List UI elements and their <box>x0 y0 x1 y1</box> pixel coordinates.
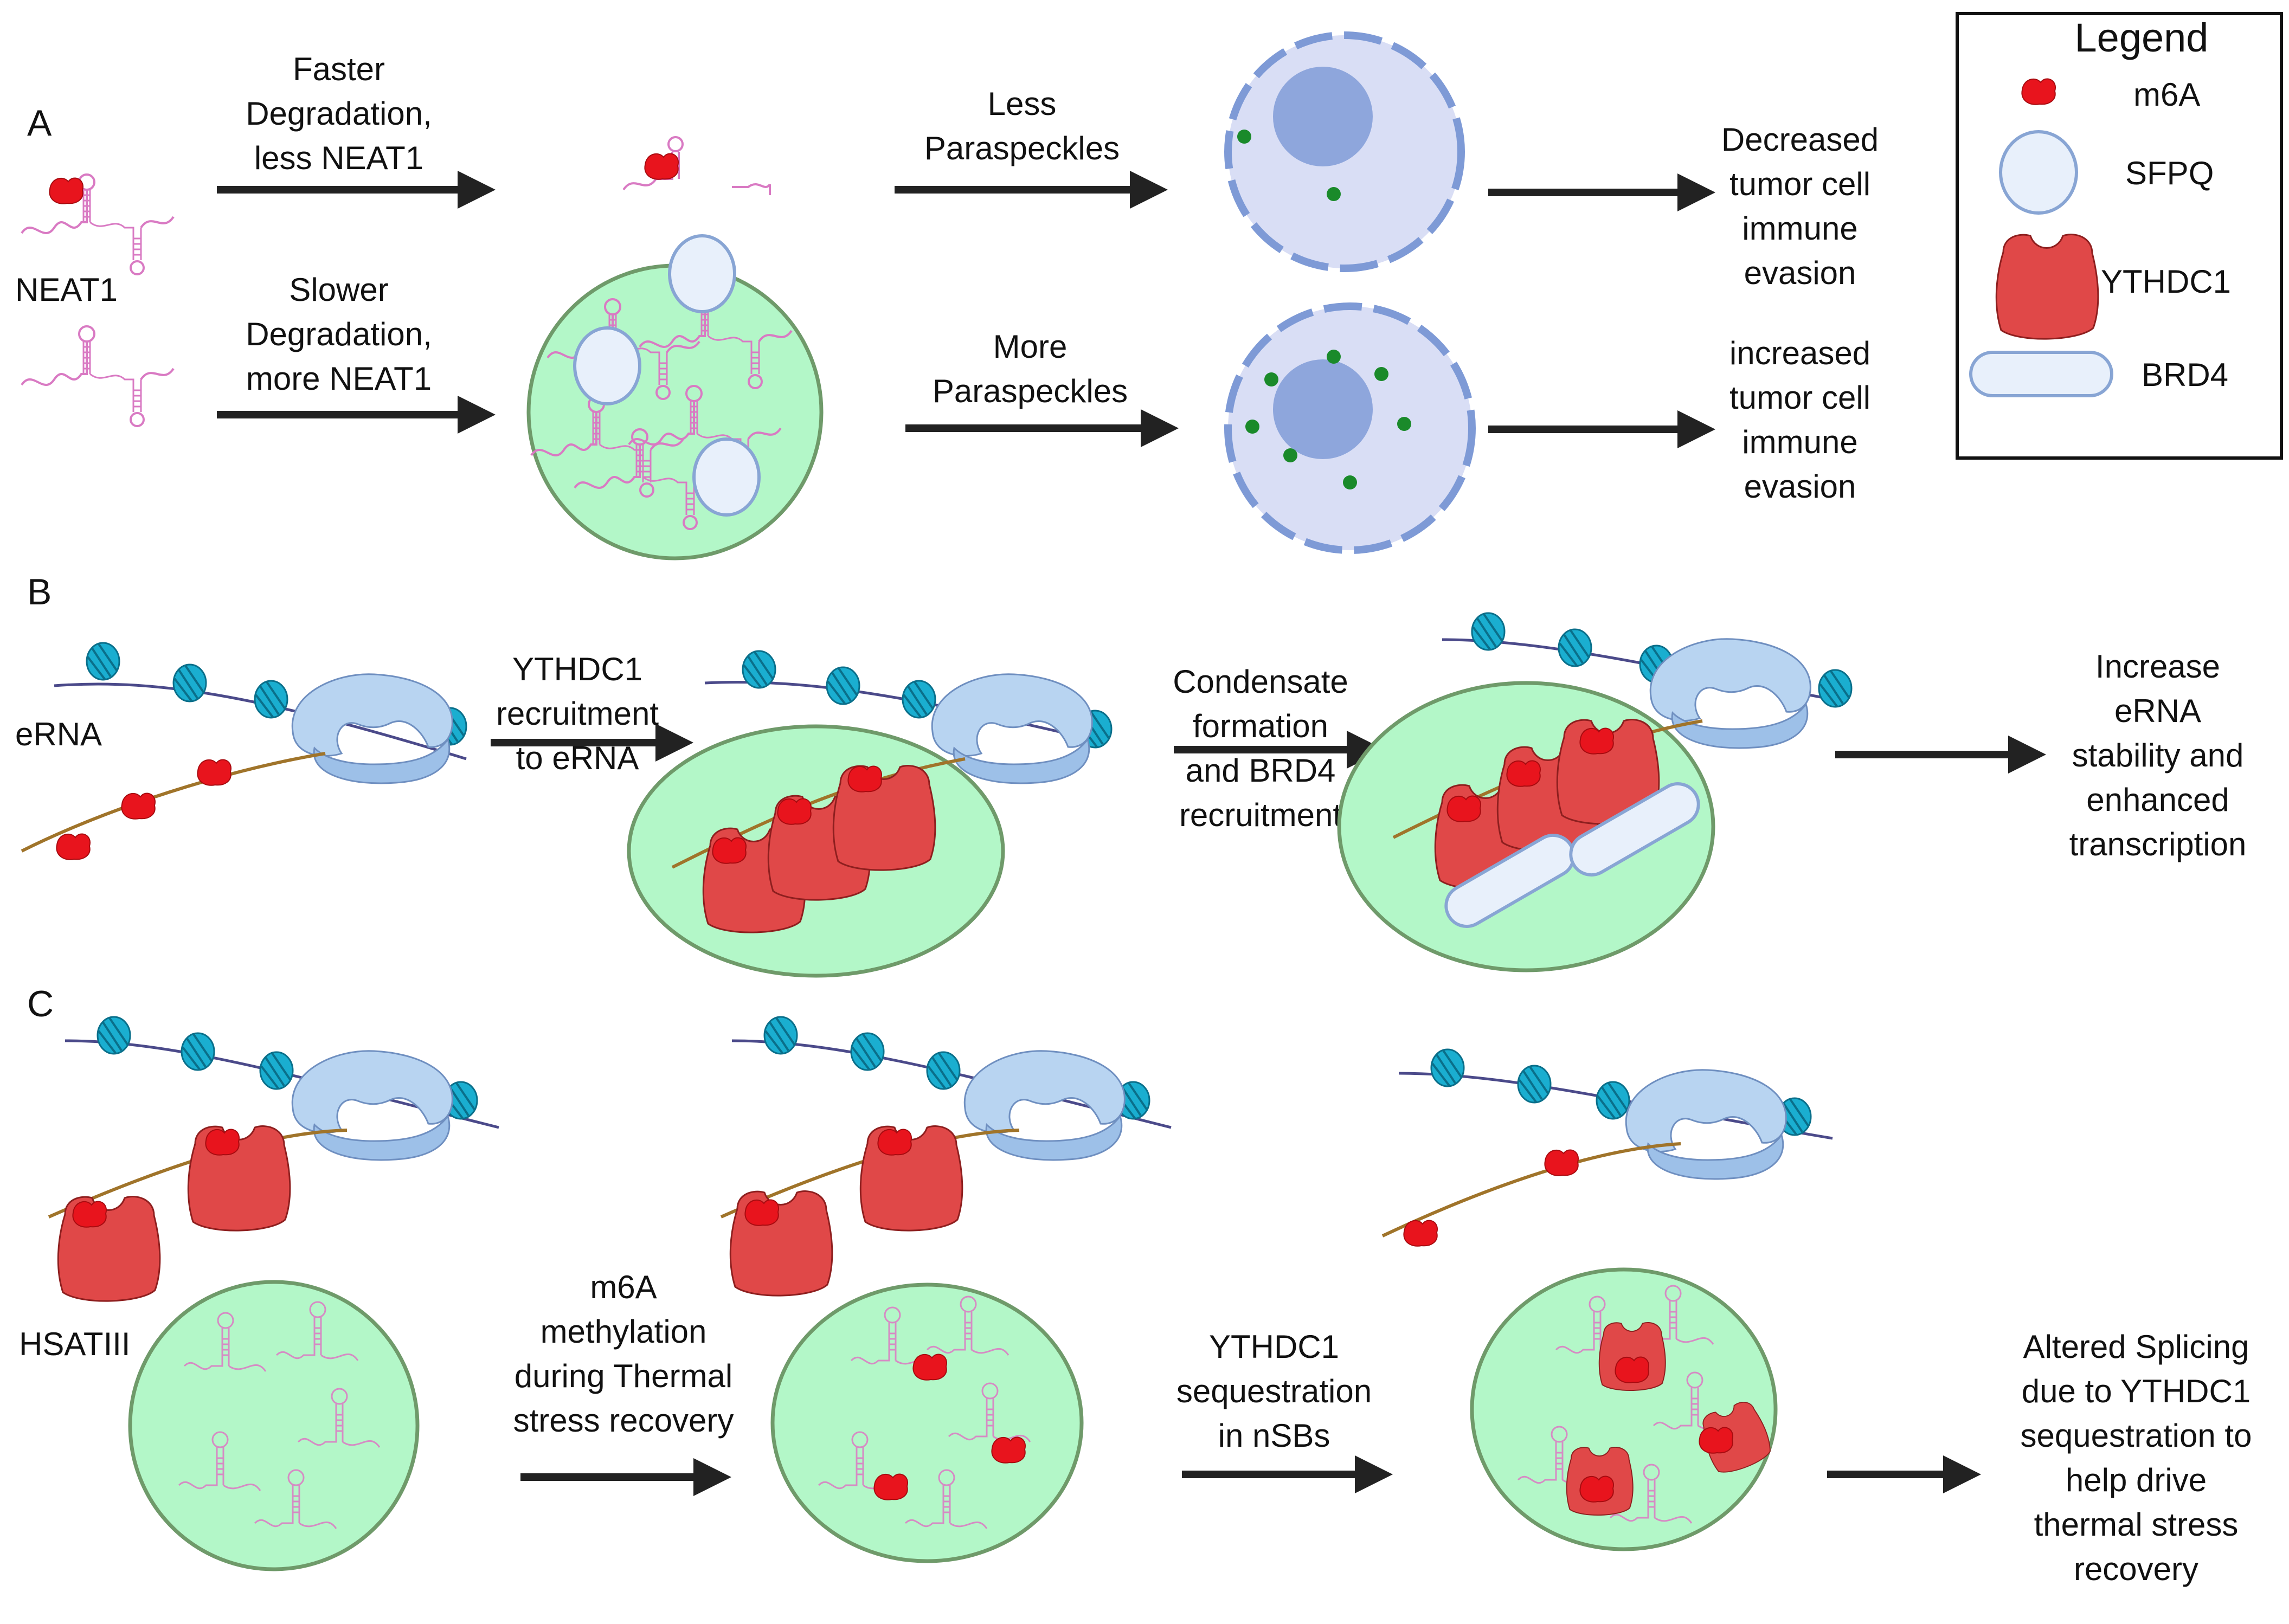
c-step1-3: during Thermal <box>515 1358 732 1394</box>
legend-title: Legend <box>2075 15 2209 60</box>
out-top-1: Decreased <box>1721 121 1879 158</box>
out-bottom-2: tumor cell <box>1729 379 1870 416</box>
b-out-5: transcription <box>2069 826 2247 862</box>
b1-chromatin <box>21 642 467 860</box>
out-top-3: immune <box>1742 210 1857 247</box>
legend-label-m6a: m6A <box>2133 76 2200 113</box>
b-out-1: Increase <box>2095 648 2220 685</box>
panel-a-letter: A <box>27 102 52 144</box>
arrow-m6a-methylation: m6A methylation during Thermal stress re… <box>513 1269 734 1496</box>
legend-label-sfpq: SFPQ <box>2125 155 2214 191</box>
b-step1-1: YTHDC1 <box>512 651 642 687</box>
legend: Legend m6A SFPQ YTHDC1 BRD4 <box>1956 12 2283 460</box>
b-out-4: enhanced <box>2086 782 2229 818</box>
c-step2-1: YTHDC1 <box>1209 1329 1339 1365</box>
c3-nsb-body <box>1470 1267 1778 1551</box>
hsatiii-label: HSATIII <box>19 1326 131 1362</box>
label-slower-2: Degradation, <box>246 316 432 352</box>
panel-b-letter: B <box>27 571 52 613</box>
label-slower-1: Slower <box>289 272 388 308</box>
b3-brd4-condensate <box>1337 612 1853 972</box>
legend-label-brd4: BRD4 <box>2142 357 2228 393</box>
label-faster-3: less NEAT1 <box>254 140 423 176</box>
legend-label-ythdc1: YTHDC1 <box>2101 263 2231 300</box>
out-top-4: evasion <box>1744 255 1856 291</box>
c2-hsatiii-body <box>770 1283 1084 1563</box>
label-less-1: Less <box>988 86 1057 122</box>
arrow-slower-degradation: Slower Degradation, more NEAT1 <box>217 272 496 434</box>
neat1-label: NEAT1 <box>15 272 118 308</box>
erna-label: eRNA <box>15 716 102 752</box>
legend-item-sfpq: SFPQ <box>1999 130 2214 215</box>
label-faster-1: Faster <box>293 51 385 87</box>
out-bottom-1: increased <box>1729 335 1870 371</box>
degraded-neat1-fragments <box>622 136 771 195</box>
outcome-decreased-evasion: Decreased tumor cell immune evasion <box>1721 121 1879 291</box>
b-step2-3: and BRD4 <box>1186 752 1336 789</box>
c-out-4: help drive <box>2066 1462 2207 1498</box>
outcome-erna-stability: Increase eRNA stability and enhanced tra… <box>2069 648 2247 862</box>
panel-c: C HSATIII m6A methylation <box>19 983 2252 1587</box>
c1-chromatin <box>48 1016 499 1302</box>
m6a-icon <box>2021 78 2056 105</box>
legend-item-ythdc1: YTHDC1 <box>1995 234 2231 340</box>
c-step1-2: methylation <box>541 1313 707 1350</box>
arrow-ythdc1-recruitment: YTHDC1 recruitment to eRNA <box>491 651 693 776</box>
ythdc1-icon <box>1995 234 2099 340</box>
out-top-2: tumor cell <box>1729 166 1870 202</box>
label-slower-3: more NEAT1 <box>246 360 432 397</box>
brd4-icon <box>1969 351 2113 397</box>
label-more-2: Paraspeckles <box>933 373 1128 409</box>
b2-ythdc1-condensate <box>627 650 1113 978</box>
arrow-ythdc1-sequestration: YTHDC1 sequestration in nSBs <box>1176 1329 1393 1493</box>
arrow-condensate-brd4: Condensate formation and BRD4 recruitmen… <box>1173 663 1385 833</box>
c-out-2: due to YTHDC1 <box>2022 1373 2251 1409</box>
c1-hsatiii-body <box>128 1280 420 1571</box>
c-out-1: Altered Splicing <box>2023 1329 2249 1365</box>
outcome-increased-evasion: increased tumor cell immune evasion <box>1729 335 1870 505</box>
label-more-1: More <box>993 328 1068 365</box>
arrow-less-paraspeckles: Less Paraspeckles <box>895 86 1168 209</box>
panel-b: B eRNA YTHDC1 recruitment to eRNA <box>15 571 2247 978</box>
c3-chromatin <box>1381 1048 1833 1247</box>
c2-chromatin <box>720 1016 1172 1297</box>
b-step2-1: Condensate <box>1173 663 1348 700</box>
panel-c-letter: C <box>27 983 54 1024</box>
c-step1-4: stress recovery <box>513 1402 734 1439</box>
out-bottom-3: immune <box>1742 424 1857 460</box>
label-faster-2: Degradation, <box>246 95 432 132</box>
b-out-3: stability and <box>2072 737 2244 774</box>
legend-item-m6a: m6A <box>2021 76 2200 113</box>
b-step2-2: formation <box>1193 708 1328 744</box>
arrow-faster-degradation: Faster Degradation, less NEAT1 <box>217 51 496 209</box>
label-less-2: Paraspeckles <box>924 130 1120 166</box>
panel-a: A NEAT1 Faster Degradation, less NEAT1 S… <box>15 12 2283 560</box>
c-step2-3: in nSBs <box>1218 1417 1330 1454</box>
cell-many-paraspeckles <box>1224 302 1476 554</box>
out-bottom-4: evasion <box>1744 468 1856 505</box>
b-step1-3: to eRNA <box>516 740 639 776</box>
legend-item-brd4: BRD4 <box>1969 351 2228 397</box>
b-step1-2: recruitment <box>496 695 659 732</box>
c-step1-1: m6A <box>590 1269 657 1305</box>
b-out-2: eRNA <box>2114 693 2201 729</box>
c-out-6: recovery <box>2074 1551 2198 1587</box>
neat1-low-m6a <box>21 325 175 427</box>
b-step2-4: recruitment <box>1179 797 1342 833</box>
neat1-high-m6a <box>21 173 175 275</box>
arrow-more-paraspeckles: More Paraspeckles <box>905 328 1179 447</box>
sfpq-icon <box>1999 130 2078 215</box>
cell-few-paraspeckles <box>1224 31 1465 272</box>
c-step2-2: sequestration <box>1176 1373 1372 1409</box>
c-out-5: thermal stress <box>2034 1506 2239 1543</box>
paraspeckle-condensate <box>526 234 824 560</box>
outcome-altered-splicing: Altered Splicing due to YTHDC1 sequestra… <box>2021 1329 2252 1587</box>
c-out-3: sequestration to <box>2021 1417 2252 1454</box>
